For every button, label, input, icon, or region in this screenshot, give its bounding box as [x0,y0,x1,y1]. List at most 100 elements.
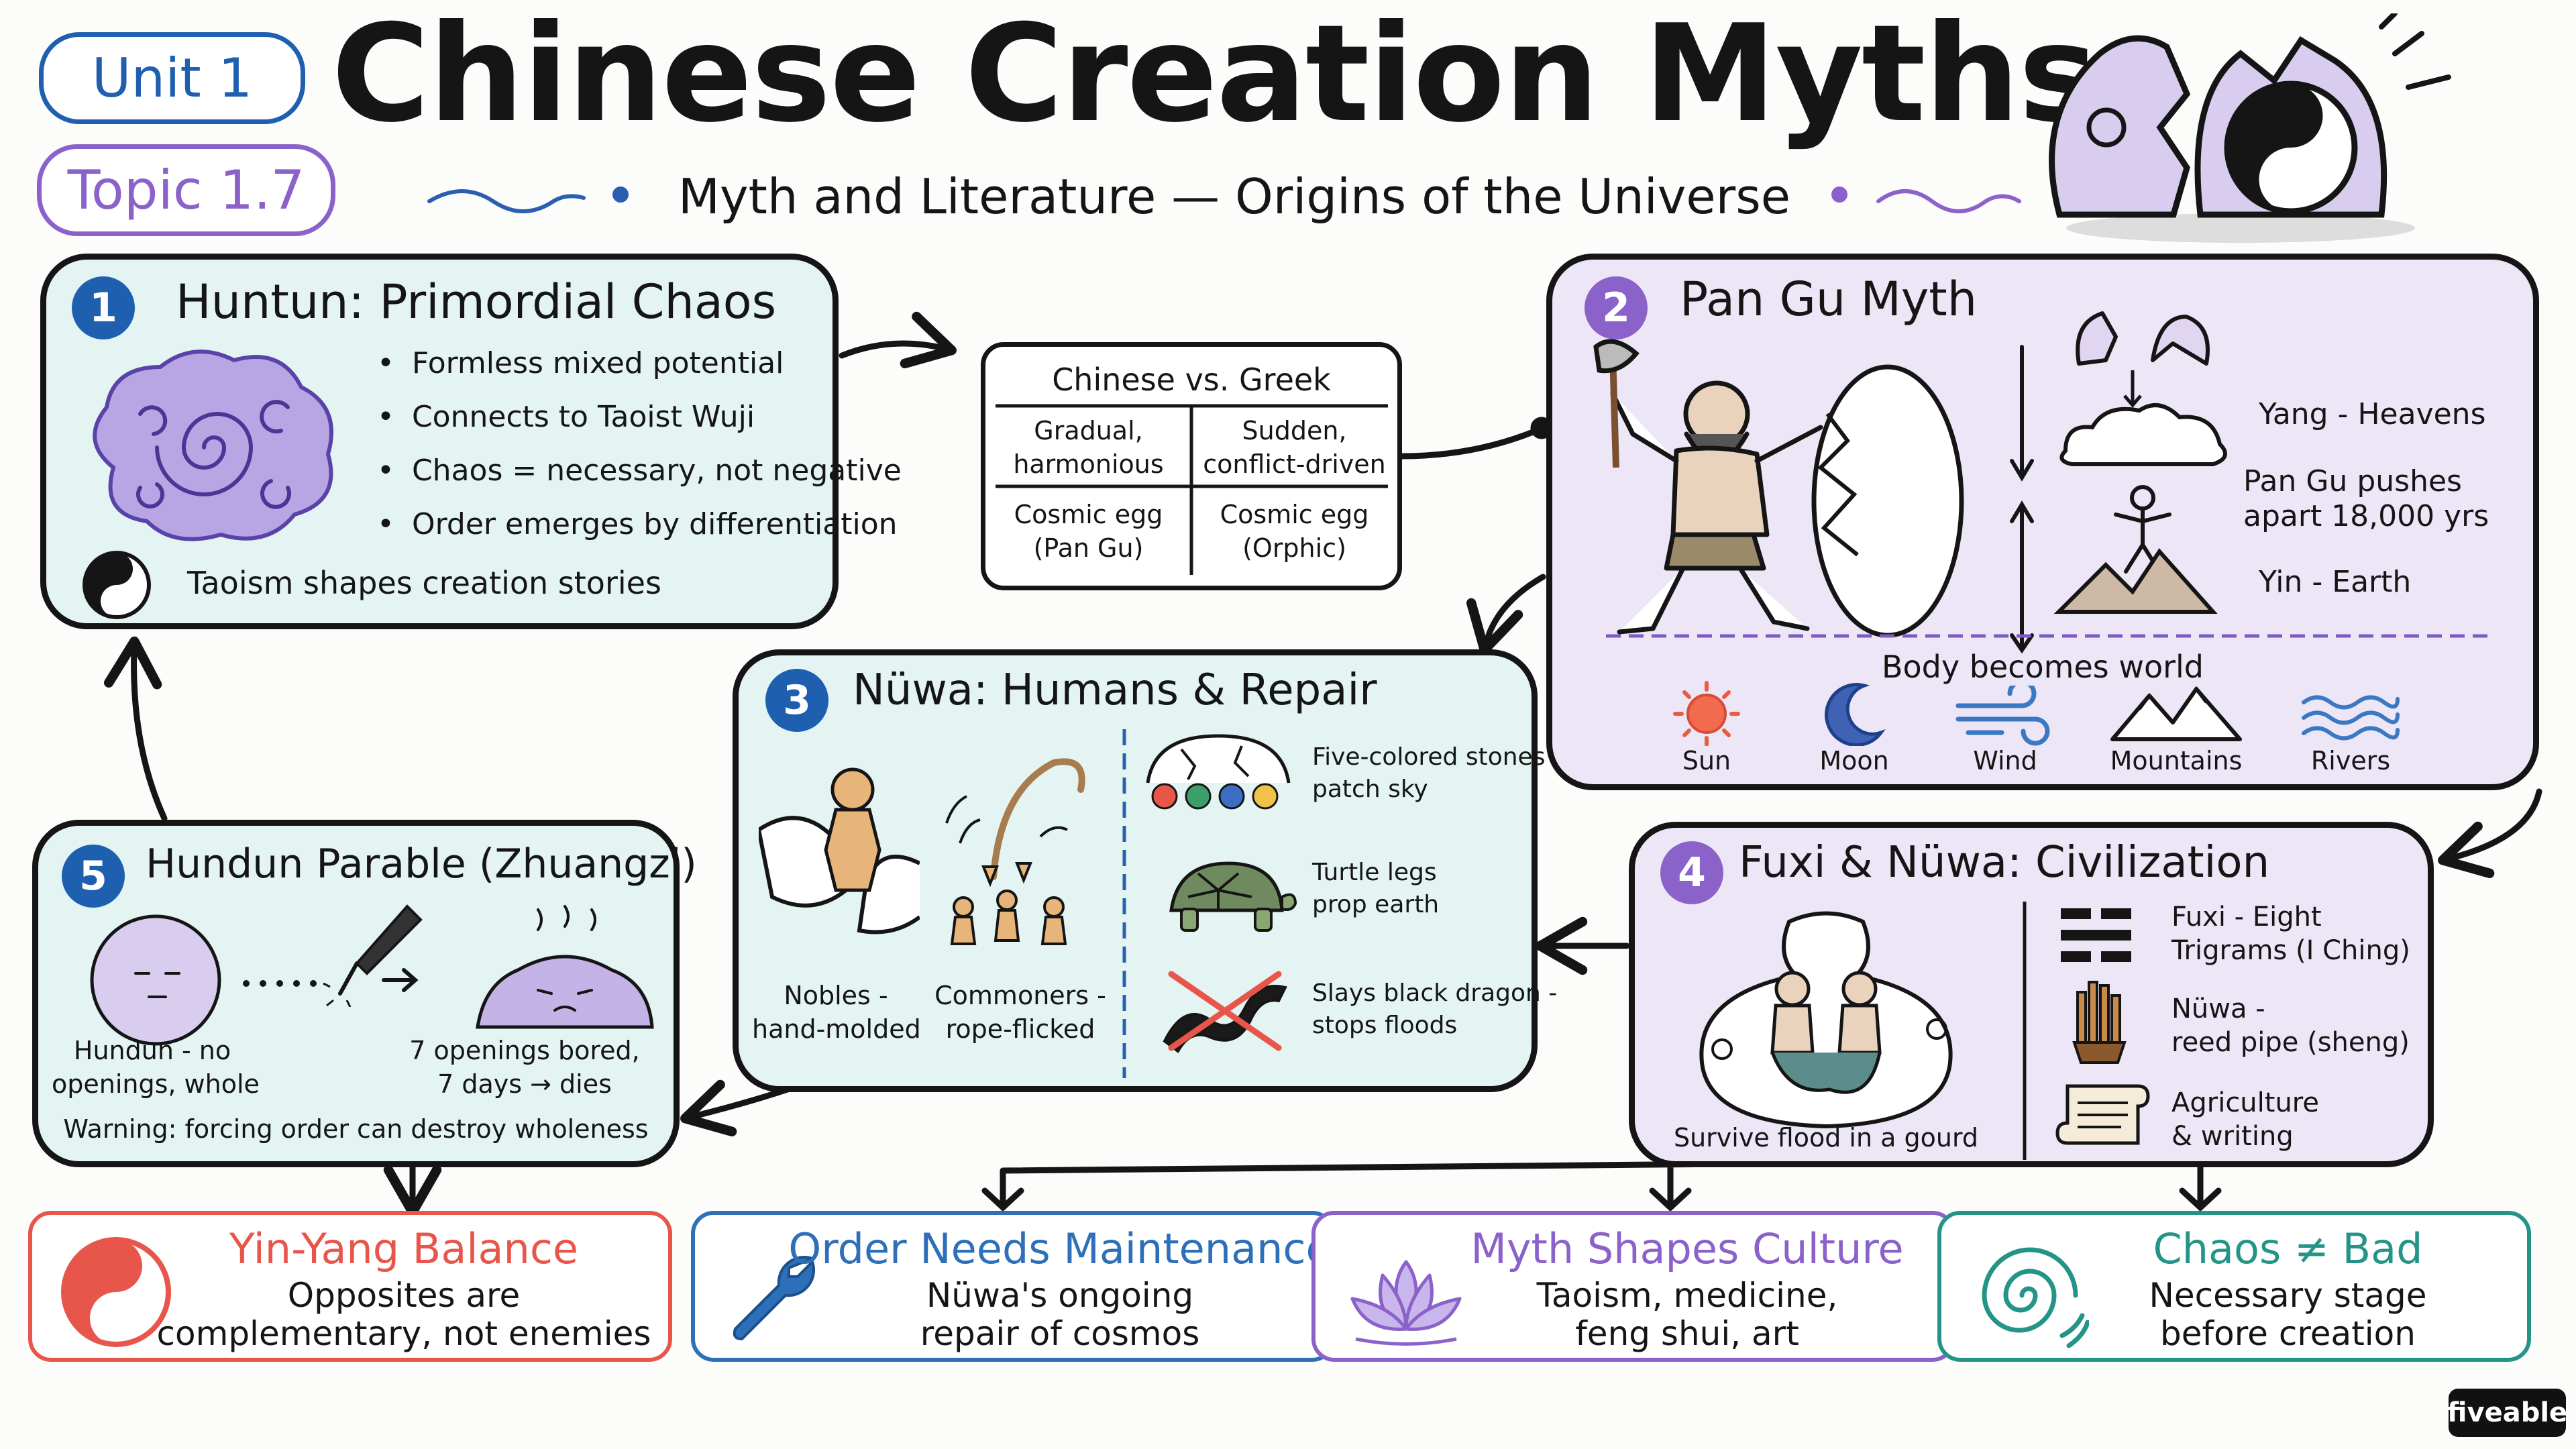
world-item-label: Rivers [2310,746,2391,775]
yin-earth-label: Yin - Earth [2259,565,2412,599]
bullet-item: Order emerges by differentiation [377,498,902,551]
panel-huntun: 1 Huntun: Primordial Chaos Formless mixe… [40,254,902,629]
world-item-label: Moon [1819,746,1889,775]
panel-title-nuwa: Nüwa: Humans & Repair [853,665,1377,715]
hundun-warning: Warning: forcing order can destroy whole… [63,1114,649,1144]
bullet-item: Connects to Taoist Wuji [377,390,902,444]
step-number-2: 2 [1585,276,1648,339]
yin-yang-icon [83,551,151,619]
hundun-left-caption: Hundun - no openings, whole [52,1036,260,1099]
table-cell: Cosmic egg (Pan Gu) [1014,500,1163,563]
comparison-title: Chinese vs. Greek [1052,362,1331,398]
gourd-caption: Survive flood in a gourd [1673,1123,1979,1152]
rivers-icon [2302,695,2400,741]
huntun-bullets: Formless mixed potential Connects to Tao… [377,337,902,551]
takeaway-culture: Myth Shapes Culture Taoism, medicine, fe… [1311,1211,1955,1362]
wrench-icon [733,1256,816,1341]
comparison-table: Chinese vs. Greek Gradual, harmonious Su… [981,342,1402,590]
spiral-icon [1982,1247,2089,1348]
fuxi-caption: Fuxi - Eight Trigrams (I Ching) [2171,902,2410,966]
page-title: Chinese Creation Myths [331,0,2098,152]
panel-nuwa: 3 Nüwa: Humans & Repair Nobles - hand-mo… [733,649,1557,1092]
takeaway-subtitle: Opposites are complementary, not enemies [156,1276,651,1353]
takeaway-title: Yin-Yang Balance [229,1224,579,1273]
panel-title-hundun: Hundun Parable (Zhuangzi) [146,841,697,888]
fiveable-logo: fiveable [2447,1389,2567,1437]
deflated-blob-icon [476,905,654,1029]
vertical-divider [2023,902,2027,1160]
takeaway-title: Myth Shapes Culture [1470,1224,1904,1273]
unit-badge: Unit 1 [39,32,305,124]
wind-icon [1955,686,2050,746]
heaven-earth-arrows [2010,345,2034,654]
step-number-4: 4 [1660,841,1723,904]
blob-icon [90,914,221,1046]
body-becomes-world-label: Body becomes world [1881,649,2204,685]
takeaway-subtitle: Necessary stage before creation [2149,1276,2427,1353]
scroll-icon [2055,1084,2150,1145]
page-subtitle: Myth and Literature — Origins of the Uni… [678,168,1791,225]
moon-icon [1825,683,1886,746]
lotus-icon [1350,1260,1462,1346]
pangu-pushes-label: Pan Gu pushes apart 18,000 yrs [2243,464,2489,533]
gourd-icon [1699,911,1953,1129]
world-item-label: Sun [1682,746,1731,775]
turtle-caption: Turtle legs prop earth [1312,859,1440,918]
bullet-item: Chaos = necessary, not negative [377,444,902,498]
takeaway-subtitle: Nüwa's ongoing repair of cosmos [920,1276,1200,1353]
chaos-swirl-icon [93,350,333,541]
drill-icon [323,904,423,1007]
yang-heavens-label: Yang - Heavens [2259,397,2486,431]
agriculture-caption: Agriculture & writing [2171,1087,2319,1152]
takeaway-subtitle: Taoism, medicine, feng shui, art [1536,1276,1838,1353]
takeaway-chaos: Chaos ≠ Bad Necessary stage before creat… [1937,1211,2531,1362]
arrow-hundun-to-huntun [103,636,168,822]
egg-cloud-figure-mountains [2053,311,2227,614]
pangu-figure-illustration [1593,339,1964,638]
takeaway-title: Order Needs Maintenance [788,1224,1332,1273]
panel-hundun: 5 Hundun Parable (Zhuangzi) Hundun - no … [32,820,697,1167]
arrow-pangu-to-nuwa [1466,574,1546,655]
world-item-label: Mountains [2110,746,2243,775]
sun-icon [1673,681,1740,746]
nuwa-sheng-caption: Nüwa - reed pipe (sheng) [2171,994,2410,1058]
hundun-right-caption: 7 openings bored, 7 days → dies [409,1036,640,1099]
turtle-icon [1169,861,1297,932]
panel-fuxi: 4 Fuxi & Nüwa: Civilization Survive floo… [1629,822,2434,1167]
cracked-egg-yin-yang-icon [2049,13,2451,243]
dashed-divider [1606,634,2491,638]
dashed-vertical-divider [1122,729,1126,1078]
panel-title-huntun: Huntun: Primordial Chaos [176,274,777,329]
table-cell: Cosmic egg (Orphic) [1220,500,1369,563]
panel-pangu: 2 Pan Gu Myth Ya [1546,254,2539,790]
huntun-footer: Taoism shapes creation stories [187,565,661,601]
stones-caption: Five-colored stones patch sky [1312,743,1546,803]
table-cell: Gradual, harmonious [1013,416,1164,479]
dragon-caption: Slays black dragon - stops floods [1312,979,1558,1039]
nobles-caption: Nobles - hand-molded [752,981,921,1044]
step-number-1: 1 [72,276,135,339]
table-cell: Sudden, conflict-driven [1203,416,1386,479]
world-item-label: Wind [1973,746,2037,775]
takeaway-title: Chaos ≠ Bad [2153,1224,2423,1273]
clay-figure-icon [759,767,920,934]
table-grid-lines [996,404,1388,575]
takeaway-order: Order Needs Maintenance Nüwa's ongoing r… [691,1211,1335,1362]
sheng-icon [2072,981,2127,1064]
bullet-item: Formless mixed potential [377,337,902,390]
topic-badge: Topic 1.7 [37,144,335,236]
step-number-5: 5 [62,845,125,908]
panel-title-fuxi: Fuxi & Nüwa: Civilization [1739,838,2270,888]
arrow-compare-to-pangu [1399,426,1543,460]
stones-icon [1146,734,1291,810]
mountains-icon [2110,686,2242,741]
step-number-3: 3 [765,669,828,732]
trigrams-icon [2061,908,2131,962]
branch-fuxi-to-bottom [1000,1161,2204,1210]
commoners-caption: Commoners - rope-flicked [934,981,1106,1044]
dotted-connector [243,980,317,987]
dragon-icon [1163,971,1287,1053]
arrow-pangu-to-fuxi [2438,788,2542,879]
rope-icon [945,758,1085,945]
